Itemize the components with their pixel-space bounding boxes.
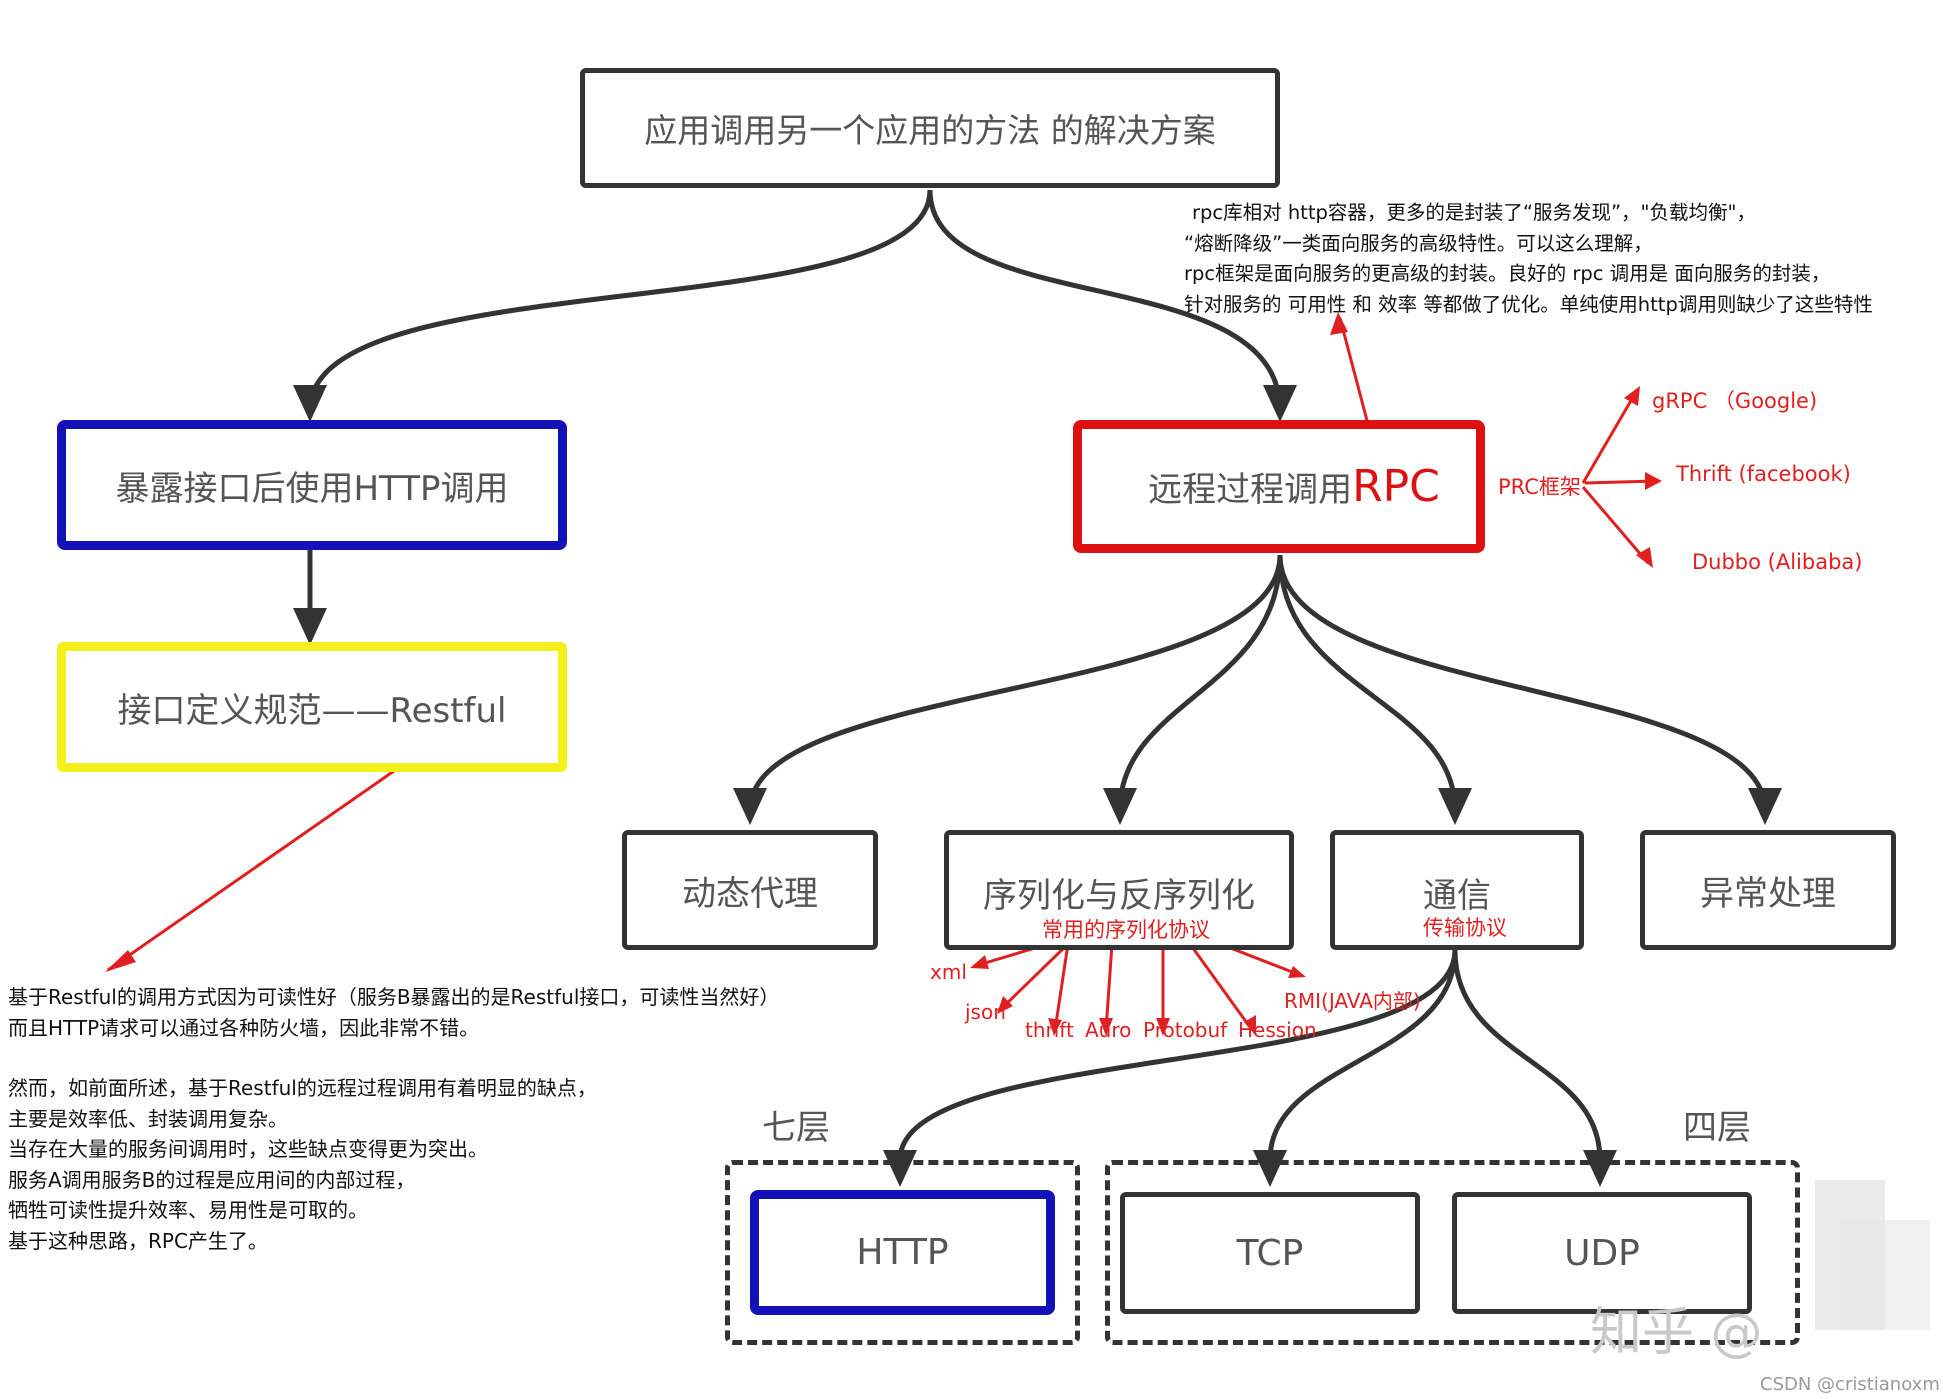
red-arrowhead-hession <box>1244 1015 1256 1036</box>
exception-node: 异常处理 <box>1640 830 1896 950</box>
protocol-hession: Hession <box>1238 1018 1317 1042</box>
red-arrowhead-auro <box>1099 1018 1113 1036</box>
http-node: HTTP <box>750 1190 1055 1315</box>
red-arrowhead-restful-note <box>105 950 136 972</box>
edge-rpc-to-communication <box>1277 554 1458 811</box>
restful-note-line: 基于这种思路，RPC产生了。 <box>8 1228 268 1253</box>
restful-note-line: 主要是效率低、封装调用复杂。 <box>8 1106 288 1131</box>
root-node: 应用调用另一个应用的方法 的解决方案 <box>580 68 1280 188</box>
framework-grpc: gRPC （Google) <box>1652 389 1818 413</box>
red-arrowhead-protobuf <box>1156 1018 1170 1036</box>
transport-title: 传输协议 <box>1423 916 1507 940</box>
rpc-label-prefix: 远程过程调用 <box>1148 470 1353 510</box>
tcp-node: TCP <box>1120 1192 1420 1314</box>
red-arrowhead-thrift-proto <box>1048 1018 1062 1036</box>
edge-comm-to-tcp <box>1267 949 1458 1161</box>
rpc-note-line: rpc框架是面向服务的更高级的封装。良好的 rpc 调用是 面向服务的封装， <box>1184 262 1831 285</box>
http-call-label: 暴露接口后使用HTTP调用 <box>115 468 509 509</box>
restful-note: 基于Restful的调用方式因为可读性好（服务B暴露出的是Restful接口，可… <box>8 982 779 1256</box>
rpc-note-line: rpc库相对 http容器，更多的是封装了“服务发现”，"负载均衡"， <box>1192 201 1756 224</box>
red-arrow-thrift-proto <box>1053 943 1070 1031</box>
protocol-json: json <box>965 1000 1006 1024</box>
arrowhead-http <box>883 1150 917 1187</box>
root-node-label: 应用调用另一个应用的方法 的解决方案 <box>644 111 1216 150</box>
arrowhead-rpc <box>1263 385 1297 422</box>
edge-rpc-to-dynamic-proxy <box>747 554 1283 811</box>
red-arrow-thrift <box>1584 479 1656 485</box>
rpc-note: rpc库相对 http容器，更多的是封装了“服务发现”，"负载均衡"， “熔断降… <box>1184 198 1873 320</box>
protocol-auro: Auro <box>1085 1018 1132 1042</box>
restful-node: 接口定义规范——Restful <box>57 642 567 772</box>
restful-note-line: 服务A调用服务B的过程是应用间的内部过程， <box>8 1167 416 1192</box>
red-arrow-hession <box>1188 943 1254 1031</box>
four-layer-group <box>1105 1160 1800 1345</box>
red-arrow-dubbo <box>1581 486 1650 564</box>
seven-layer-label: 七层 <box>762 1108 830 1148</box>
four-layer-label: 四层 <box>1683 1108 1751 1148</box>
communication-node: 通信 <box>1330 830 1584 950</box>
red-arrowhead-grpc <box>1624 386 1640 406</box>
rpc-note-line: “熔断降级”一类面向服务的高级特性。可以这么理解， <box>1184 231 1653 255</box>
edge-rpc-to-serialization <box>1117 554 1283 811</box>
arrowhead-udp <box>1583 1150 1617 1187</box>
protocol-protobuf: Protobuf <box>1143 1018 1228 1042</box>
seven-layer-group <box>725 1160 1080 1345</box>
serialization-protocols-title: 常用的序列化协议 <box>1042 918 1210 942</box>
http-label: HTTP <box>856 1232 949 1273</box>
arrowhead-restful <box>293 608 327 645</box>
framework-dubbo: Dubbo (Alibaba) <box>1692 550 1863 574</box>
red-arrowhead-json <box>997 996 1013 1014</box>
zhihu-watermark: 知乎 @ <box>1590 1303 1763 1363</box>
protocol-thrift: thrift <box>1025 1018 1074 1042</box>
arrowhead-serialization <box>1103 788 1137 825</box>
protocol-rmi: RMI(JAVA内部) <box>1284 989 1421 1013</box>
edge-root-to-http-call <box>307 189 933 411</box>
red-arrow-auro <box>1104 943 1114 1031</box>
restful-note-line: 牺牲可读性提升效率、易用性是可取的。 <box>8 1198 368 1222</box>
restful-label: 接口定义规范——Restful <box>117 690 507 731</box>
restful-note-line: 当存在大量的服务间调用时，这些缺点变得更为突出。 <box>8 1137 488 1161</box>
edge-comm-to-udp <box>1452 949 1603 1161</box>
csdn-watermark: CSDN @cristianoxm <box>1760 1374 1940 1395</box>
edge-root-to-rpc <box>927 189 1283 411</box>
http-call-node: 暴露接口后使用HTTP调用 <box>57 420 567 550</box>
rpc-note-line: 针对服务的 可用性 和 效率 等都做了优化。单纯使用http调用则缺少了这些特性 <box>1184 292 1873 316</box>
blurred-region <box>1840 1220 1930 1330</box>
dynamic-proxy-label: 动态代理 <box>682 873 818 914</box>
communication-label: 通信 <box>1423 876 1491 916</box>
red-arrowhead-thrift <box>1645 472 1662 490</box>
exception-label: 异常处理 <box>1700 873 1836 914</box>
framework-thrift: Thrift (facebook) <box>1676 462 1851 486</box>
udp-node: UDP <box>1452 1192 1752 1314</box>
arrowhead-communication <box>1438 788 1472 825</box>
arrowhead-http-call <box>293 385 327 422</box>
arrowhead-dynamic-proxy <box>733 788 767 825</box>
rpc-label: 远程过程调用RPC <box>1148 461 1440 512</box>
red-arrow-json <box>998 940 1072 1012</box>
rpc-node: 远程过程调用RPC <box>1073 420 1485 553</box>
restful-note-line <box>8 1043 779 1073</box>
restful-note-line: 而且HTTP请求可以通过各种防火墙，因此非常不错。 <box>8 1015 480 1040</box>
restful-note-line: 基于Restful的调用方式因为可读性好（服务B暴露出的是Restful接口，可… <box>8 985 780 1009</box>
red-arrowhead-dubbo <box>1636 547 1653 568</box>
red-arrow-grpc <box>1581 391 1638 484</box>
serialization-node: 序列化与反序列化 <box>944 830 1294 950</box>
serialization-label: 序列化与反序列化 <box>983 876 1255 916</box>
restful-note-line: 然而，如前面所述，基于Restful的远程过程调用有着明显的缺点， <box>8 1076 597 1100</box>
red-arrowhead-rmi <box>1288 966 1306 978</box>
edge-rpc-to-exception <box>1277 554 1768 811</box>
framework-title: PRC框架 <box>1498 475 1581 499</box>
dynamic-proxy-node: 动态代理 <box>622 830 878 950</box>
tcp-label: TCP <box>1236 1232 1304 1274</box>
red-arrowhead-xml <box>970 955 989 969</box>
edge-comm-to-http <box>897 949 1458 1161</box>
arrowhead-exception <box>1748 788 1782 825</box>
arrowhead-tcp <box>1253 1150 1287 1187</box>
udp-label: UDP <box>1564 1232 1640 1274</box>
rpc-label-suffix: RPC <box>1352 461 1440 512</box>
red-arrowhead-rpc-note <box>1330 312 1348 335</box>
protocol-xml: xml <box>930 960 967 984</box>
